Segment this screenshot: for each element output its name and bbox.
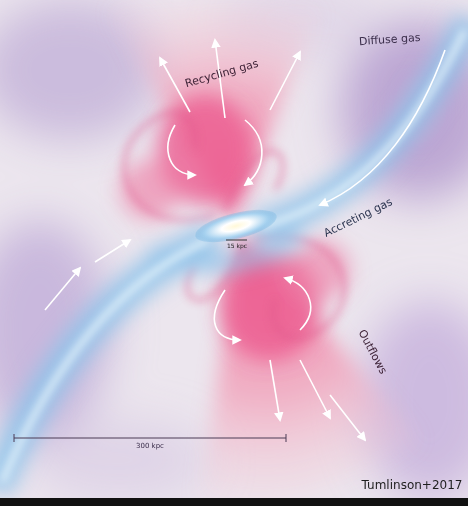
accreting-gas-streams	[0, 20, 468, 490]
art-part	[285, 278, 311, 330]
accreting-gas-cores	[2, 30, 465, 482]
galaxy-disk	[192, 203, 280, 249]
art-part	[262, 30, 465, 226]
outflow-cones	[110, 0, 420, 504]
art-part	[255, 20, 468, 228]
art-part	[270, 360, 280, 420]
art-part	[214, 290, 240, 340]
art-part	[2, 240, 208, 482]
art-part	[95, 240, 130, 262]
art-part	[270, 52, 300, 110]
art-part	[14, 438, 286, 439]
scale-label: 300 kpc	[136, 443, 164, 451]
recycling-loops	[124, 113, 344, 338]
art-part	[286, 434, 287, 442]
art-part	[45, 268, 80, 310]
region-label: Outflows	[355, 328, 388, 376]
region-label: Accreting gas	[322, 196, 394, 240]
art-part	[0, 238, 215, 490]
art-part	[30, 420, 210, 500]
art-part	[245, 120, 262, 185]
art-part	[300, 360, 330, 418]
scale-label: 15 kpc	[227, 243, 247, 250]
art-part	[226, 240, 247, 241]
art-part	[320, 50, 445, 205]
credit-label: Tumlinson+2017	[362, 479, 463, 492]
bottom-bar	[0, 498, 468, 506]
art-part	[168, 125, 195, 175]
art-part	[110, 0, 320, 222]
art-part	[225, 151, 283, 210]
region-label: Diffuse gas	[359, 32, 421, 48]
art-part	[200, 232, 420, 504]
region-label: Recycling gas	[184, 58, 260, 90]
flow-arrows	[45, 40, 445, 440]
art-part	[14, 434, 15, 442]
scale-bars	[14, 240, 286, 442]
art-part	[124, 113, 215, 221]
recycling-gas-clouds	[120, 95, 350, 360]
art-part	[330, 395, 365, 440]
